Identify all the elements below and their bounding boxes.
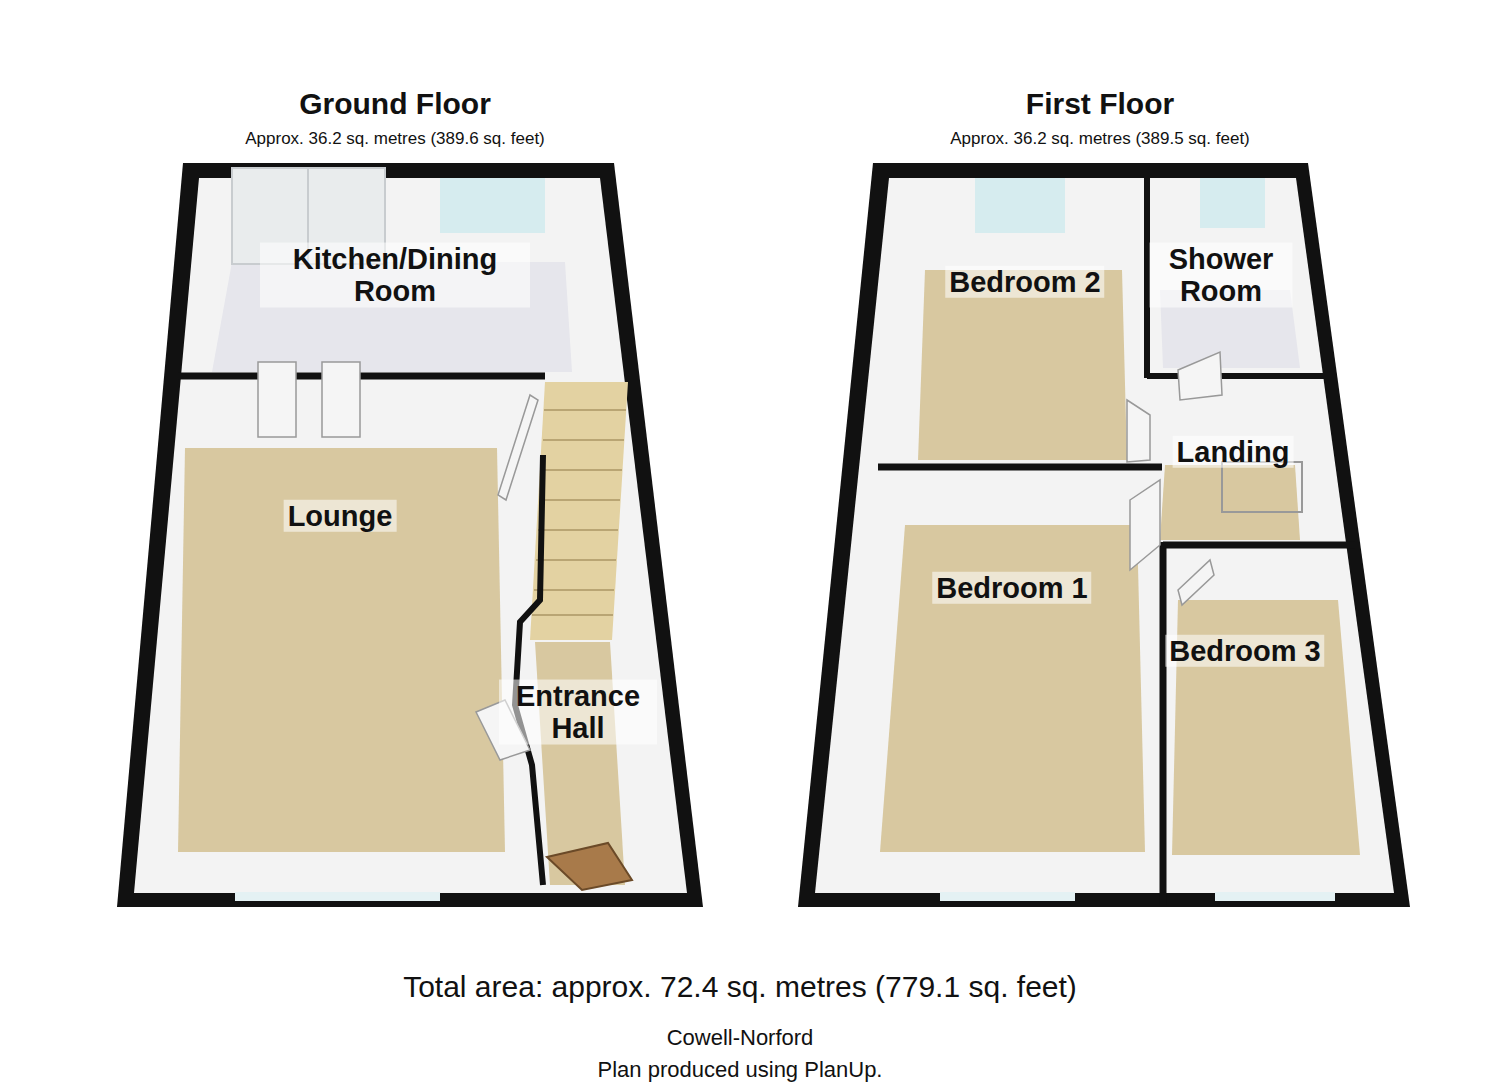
internal-doors — [1127, 352, 1222, 605]
room: Bedroom 3 — [1163, 625, 1343, 680]
landing-floor — [1160, 465, 1300, 540]
internal-doors — [258, 362, 538, 760]
outer-wall — [117, 163, 703, 907]
bedroom-floor — [880, 525, 1145, 852]
floor-heading: Ground Floor — [299, 87, 491, 121]
ground-floor-walls — [117, 163, 703, 907]
outer-wall — [798, 163, 1410, 907]
floor-heading: First Floor — [1026, 87, 1174, 121]
partition-wall — [178, 373, 545, 380]
room: Lounge — [190, 490, 490, 550]
room: Landing — [1160, 430, 1310, 475]
bedroom-floor — [918, 270, 1127, 460]
partition-wall — [1160, 542, 1167, 905]
wall-face — [134, 178, 687, 893]
window — [940, 892, 1075, 901]
front-door — [547, 843, 632, 890]
room-label: Lounge — [284, 500, 397, 532]
floor-group: Ground FloorApprox. 36.2 sq. metres (389… — [100, 82, 720, 917]
partition-wall — [878, 464, 1162, 471]
room-label: Kitchen/Dining Room — [260, 243, 530, 308]
partition-wall — [1147, 373, 1328, 379]
room: Entrance Hall — [498, 670, 664, 760]
stair-treads — [532, 410, 626, 615]
room: Bedroom 2 — [905, 255, 1145, 315]
total-area-caption: Total area: approx. 72.4 sq. metres (779… — [403, 970, 1077, 1004]
room-label: Bedroom 3 — [1165, 635, 1324, 667]
first-floor-walls — [798, 163, 1410, 907]
window — [975, 178, 1065, 233]
window — [1215, 892, 1335, 901]
lounge-floor — [178, 448, 505, 852]
room-label: Shower Room — [1150, 243, 1293, 308]
room: Shower Room — [1150, 235, 1301, 320]
window — [235, 892, 440, 901]
credit-note: Cowell-Norford — [667, 1026, 814, 1051]
room: Bedroom 1 — [890, 560, 1140, 620]
room-label: Entrance Hall — [499, 680, 657, 745]
floor-area: Approx. 36.2 sq. metres (389.5 sq. feet) — [950, 129, 1250, 148]
room-label: Bedroom 2 — [945, 266, 1104, 298]
window — [440, 178, 545, 233]
floor-area: Approx. 36.2 sq. metres (389.6 sq. feet) — [245, 129, 545, 148]
wall-face — [815, 178, 1394, 893]
partition-wall — [1163, 542, 1355, 549]
room-label: Bedroom 1 — [932, 572, 1091, 604]
room: Kitchen/Dining Room — [210, 240, 580, 320]
credit-note: Plan produced using PlanUp. — [598, 1058, 883, 1083]
window — [1200, 178, 1265, 228]
room-label: Landing — [1173, 436, 1294, 468]
floor-group: First FloorApprox. 36.2 sq. metres (389.… — [790, 82, 1420, 917]
stair-rail — [1222, 462, 1302, 512]
